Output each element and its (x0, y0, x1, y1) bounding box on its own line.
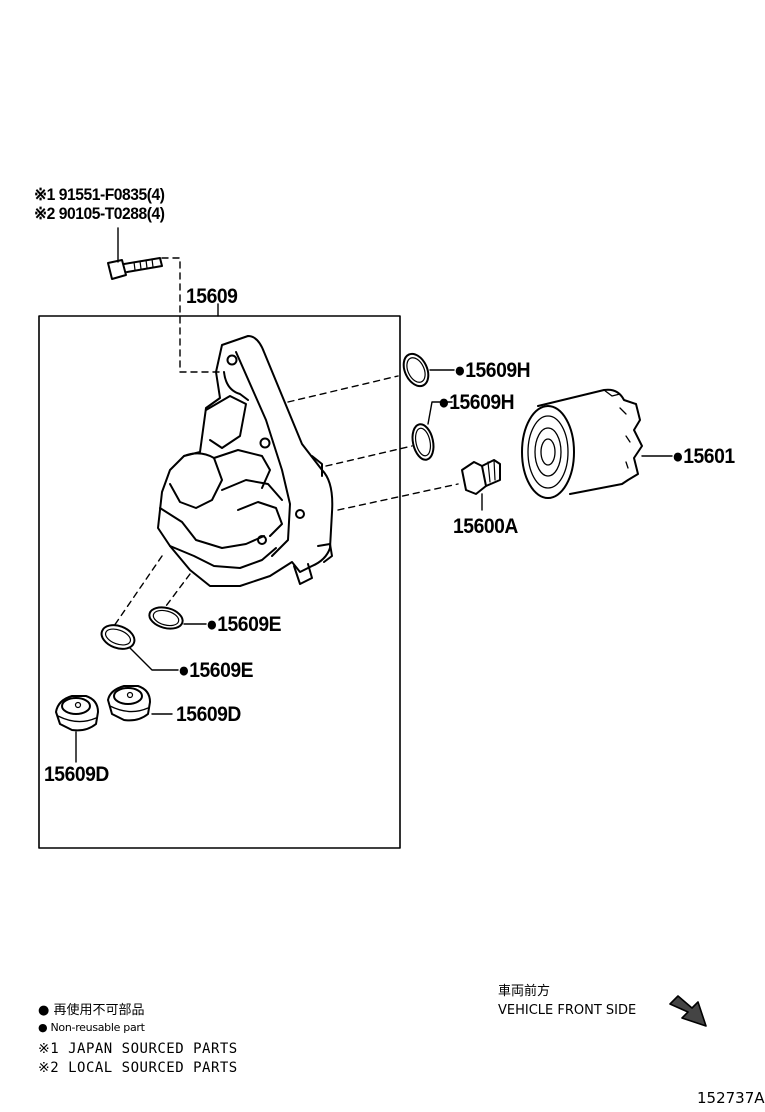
bolt-callout-local: ※2 90105-T0288(4) (34, 204, 165, 223)
label-housing[interactable]: 15609 (186, 285, 238, 308)
plug-left-icon (55, 695, 99, 732)
union-bolt-icon (461, 459, 501, 495)
figure-reference: 152737A (697, 1089, 765, 1107)
label-plug-d-right[interactable]: 15609D (176, 703, 241, 726)
orientation-label-jp: 車両前方 (498, 984, 551, 999)
label-union-bolt[interactable]: 15600A (453, 515, 518, 538)
legend-nonreusable-jp: ● 再使用不可部品 (38, 1003, 145, 1018)
vehicle-front-arrow-icon (669, 995, 707, 1027)
bolt-icon (107, 227, 163, 280)
bolt-dashed-guide (161, 257, 223, 373)
assembly-frame (38, 315, 401, 849)
legend-nonreusable-en: ● Non-reusable part (38, 1021, 145, 1034)
o-ring-upper-icon (402, 352, 430, 388)
label-oil-filter[interactable]: ●15601 (672, 445, 735, 468)
label-gasket-h-upper[interactable]: ●15609H (454, 359, 531, 382)
legend-local-sourced: ※2 LOCAL SOURCED PARTS (38, 1060, 238, 1076)
plug-right-icon (107, 685, 151, 722)
label-plug-d-left[interactable]: 15609D (44, 763, 109, 786)
o-ring-lower-icon (411, 423, 435, 461)
legend-japan-sourced: ※1 JAPAN SOURCED PARTS (38, 1041, 238, 1057)
orientation-label-en: VEHICLE FRONT SIDE (498, 1003, 637, 1018)
label-gasket-e-upper[interactable]: ●15609E (206, 613, 282, 636)
label-gasket-e-lower[interactable]: ●15609E (178, 659, 254, 682)
gasket-e-upper-icon (148, 606, 184, 630)
gasket-e-lower-icon (100, 624, 136, 650)
oil-filter-icon (521, 388, 643, 499)
oil-filter-bracket-icon (157, 335, 334, 587)
bolt-callout-japan: ※1 91551-F0835(4) (34, 185, 165, 204)
label-gasket-h-lower[interactable]: ●15609H (438, 391, 515, 414)
